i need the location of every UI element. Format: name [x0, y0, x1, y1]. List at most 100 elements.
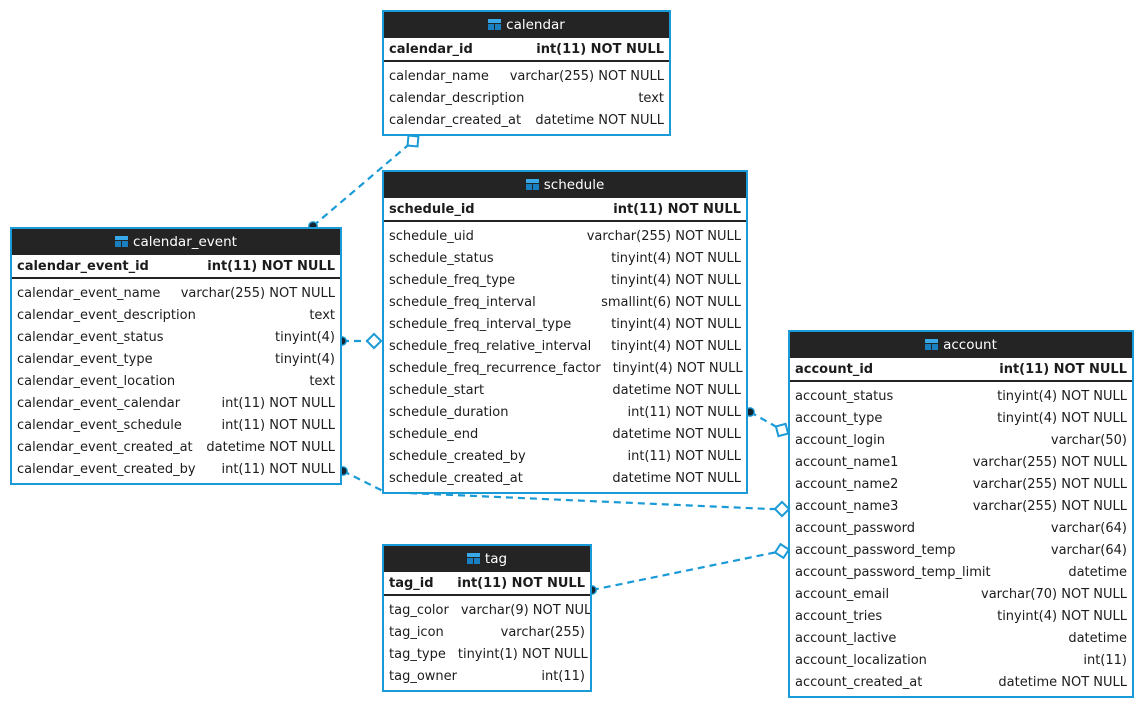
attribute-name: account_tries [795, 608, 883, 624]
attribute-name: schedule_status [389, 250, 494, 266]
attribute-row[interactable]: account_tries tinyint(4) NOT NULL [790, 605, 1132, 627]
attribute-type: text [638, 90, 664, 106]
attribute-type: int(11) NOT NULL [221, 417, 335, 433]
attribute-type: datetime NOT NULL [535, 112, 664, 128]
attribute-type: varchar(255) NOT NULL [509, 68, 664, 84]
entity-header-account[interactable]: account [790, 332, 1132, 358]
attribute-row[interactable]: account_status tinyint(4) NOT NULL [790, 385, 1132, 407]
rel-calendar-event-to-schedule[interactable] [337, 332, 383, 350]
rel-tag-owner-to-account[interactable] [587, 542, 791, 595]
attribute-type: varchar(9) NOT NULL [460, 602, 592, 618]
attribute-type: int(11) NOT NULL [627, 404, 741, 420]
attribute-type: int(11) NOT NULL [457, 575, 585, 591]
relationship-line [591, 549, 783, 592]
attribute-name: schedule_freq_interval [389, 294, 536, 310]
entity-header-schedule[interactable]: schedule [384, 172, 746, 198]
attribute-type: varchar(255) NOT NULL [972, 476, 1127, 492]
attribute-type: text [309, 373, 335, 389]
attribute-type: int(11) NOT NULL [999, 361, 1127, 377]
entity-header-calendar_event[interactable]: calendar_event [12, 229, 340, 255]
attribute-row[interactable]: schedule_status tinyint(4) NOT NULL [384, 247, 746, 269]
attribute-name: calendar_event_type [17, 351, 153, 367]
attribute-row[interactable]: tag_color varchar(9) NOT NULL [384, 599, 590, 621]
entity-title: tag [484, 551, 508, 567]
attribute-name: schedule_start [389, 382, 485, 398]
attribute-type: datetime NOT NULL [612, 426, 741, 442]
table-icon [466, 553, 480, 564]
attribute-name: schedule_freq_recurrence_factor [389, 360, 601, 376]
attribute-name: calendar_id [389, 41, 473, 57]
table-icon [525, 179, 539, 190]
attribute-type: datetime NOT NULL [998, 674, 1127, 690]
attribute-type: tinyint(4) NOT NULL [611, 250, 741, 266]
attribute-type: tinyint(4) NOT NULL [997, 608, 1127, 624]
attribute-row-primary-key[interactable]: calendar_id int(11) NOT NULL [384, 38, 669, 60]
entity-header-tag[interactable]: tag [384, 546, 590, 572]
attribute-type: int(11) NOT NULL [536, 41, 664, 57]
attribute-name: tag_color [389, 602, 449, 618]
attribute-name: account_name3 [795, 498, 899, 514]
attribute-name: calendar_event_description [17, 307, 196, 323]
attribute-name: calendar_event_id [17, 258, 149, 274]
attribute-row[interactable]: schedule_freq_recurrence_factor tinyint(4… [384, 357, 746, 379]
rel-schedule-to-account[interactable] [745, 407, 790, 438]
entity-header-calendar[interactable]: calendar [384, 12, 669, 38]
attribute-type: tinyint(4) NOT NULL [997, 388, 1127, 404]
attribute-name: tag_icon [389, 624, 444, 640]
attribute-type: varchar(70) NOT NULL [981, 586, 1127, 602]
attribute-type: tinyint(4) NOT NULL [612, 360, 743, 376]
cardinality-one-diamond [774, 422, 790, 438]
attribute-name: account_status [795, 388, 894, 404]
attribute-name: account_password_temp [795, 542, 956, 558]
